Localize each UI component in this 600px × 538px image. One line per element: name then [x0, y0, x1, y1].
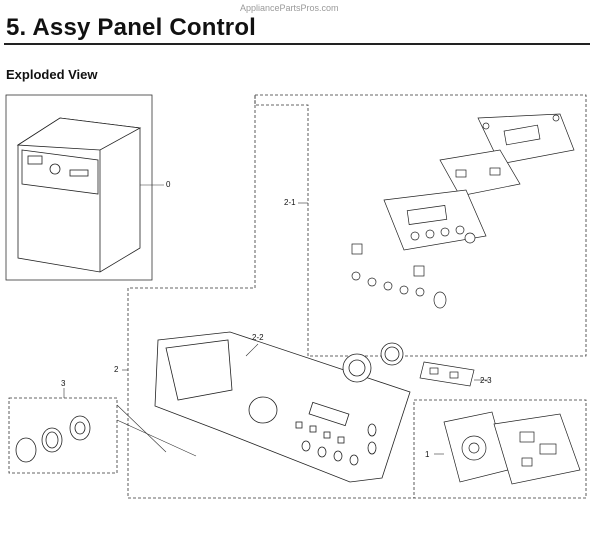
box-assembly-2	[127, 95, 414, 499]
leader-2-2	[245, 343, 259, 357]
bracket-2-3	[419, 361, 475, 387]
title-divider	[4, 43, 590, 45]
callout-0: 0	[166, 180, 171, 189]
callout-2-1: 2-1	[284, 198, 296, 207]
control-panel	[154, 331, 411, 483]
washer-assembly	[16, 117, 142, 273]
box-sub-assembly-2-1	[254, 94, 587, 357]
watermark: AppliancePartsPros.com	[240, 3, 339, 13]
box-washer-assembly	[5, 94, 153, 281]
leader-3-to-panel-a	[116, 404, 167, 453]
box-knob-assembly-3	[8, 397, 118, 474]
callout-3: 3	[61, 379, 66, 388]
page-title: 5. Assy Panel Control	[6, 14, 257, 41]
button-sheet	[439, 149, 521, 197]
push-buttons	[351, 243, 447, 309]
section-subtitle: Exploded View	[6, 67, 98, 82]
knob-parts	[15, 415, 91, 463]
leader-3-to-panel-b	[116, 419, 197, 457]
selector-knob	[342, 342, 404, 383]
callout-2-2: 2-2	[252, 333, 264, 342]
callout-2: 2	[114, 365, 119, 374]
box-main-pcb-1	[413, 399, 587, 499]
callout-1: 1	[425, 450, 430, 459]
display-pcb-frame	[477, 113, 575, 165]
callout-2-3: 2-3	[480, 376, 492, 385]
main-pcb	[443, 411, 581, 485]
control-pcb	[383, 189, 487, 251]
